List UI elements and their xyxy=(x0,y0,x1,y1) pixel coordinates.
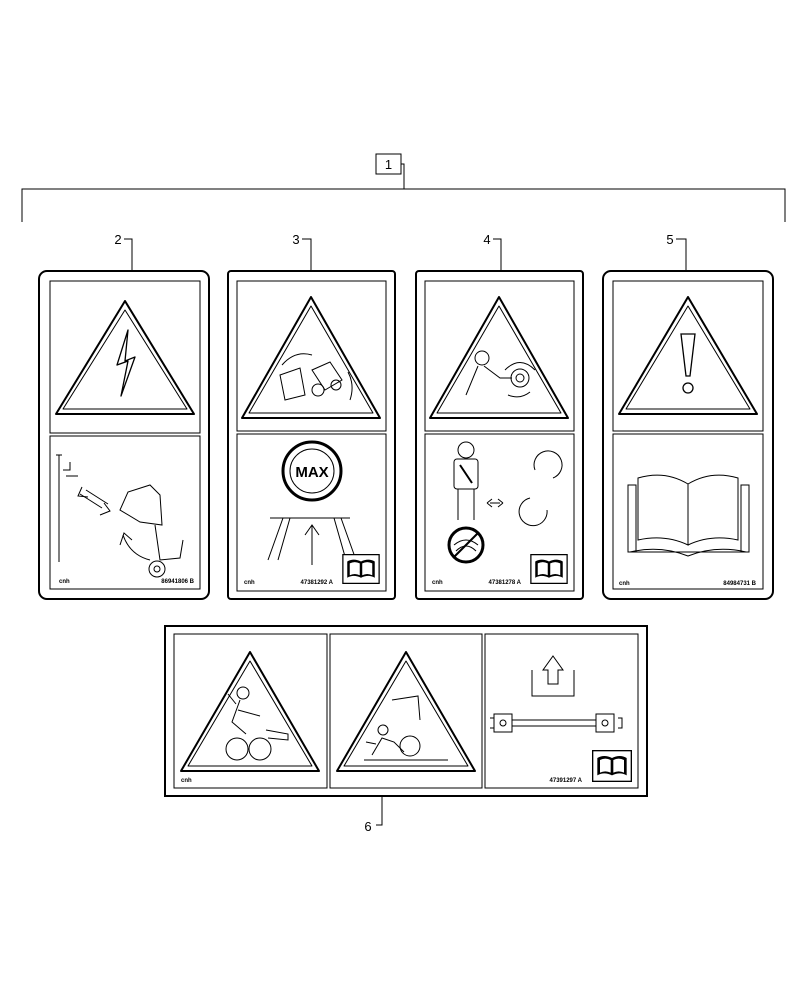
exclamation-icon xyxy=(618,296,758,415)
pto-shaft-icon xyxy=(490,655,623,733)
callout-4: 4 xyxy=(483,232,502,271)
rotating-parts-icon xyxy=(241,296,381,419)
max-load-icon: MAX xyxy=(267,440,357,565)
decal-3-brand: cnh xyxy=(244,580,255,586)
callout-2: 2 xyxy=(114,232,133,271)
pto-guard-icon xyxy=(447,441,563,564)
callout-5-label: 5 xyxy=(666,232,673,247)
manual-book-icon xyxy=(530,554,568,584)
callout-1-label: 1 xyxy=(385,157,392,172)
callout-3-label: 3 xyxy=(292,232,299,247)
decal-5: cnh 84984731 B xyxy=(602,270,774,600)
manual-book-icon xyxy=(342,554,380,584)
decal-4: cnh 47381278 A xyxy=(415,270,584,600)
decal-3: MAX cnh 47381292 A xyxy=(227,270,396,600)
callout-3: 3 xyxy=(292,232,312,271)
decal-2-part-number: 86941806 B xyxy=(161,579,194,585)
decal-2-brand: cnh xyxy=(59,579,70,585)
manual-book-icon xyxy=(592,750,632,782)
decal-4-part-number: 47381278 A xyxy=(489,580,522,586)
decal-5-brand: cnh xyxy=(619,581,630,587)
decal-2: cnh 86941806 B xyxy=(38,270,210,600)
crush-rollers-icon xyxy=(180,651,320,772)
decal-6: cnh 47391297 A xyxy=(164,625,648,797)
callout-4-label: 4 xyxy=(483,232,490,247)
callout-6: 6 xyxy=(364,796,383,834)
callout-6-label: 6 xyxy=(364,819,371,834)
callout-5: 5 xyxy=(666,232,687,271)
max-label: MAX xyxy=(295,464,328,481)
manual-book-icon xyxy=(627,474,750,557)
decal-5-part-number: 84984731 B xyxy=(723,581,756,587)
callout-2-label: 2 xyxy=(114,232,121,247)
entanglement-icon xyxy=(429,296,569,419)
callout-1: 1 xyxy=(21,153,786,222)
decal-4-brand: cnh xyxy=(432,580,443,586)
decal-6-part-number: 47391297 A xyxy=(550,778,583,784)
decal-3-part-number: 47381292 A xyxy=(301,580,334,586)
electric-shock-icon xyxy=(55,300,195,415)
crush-hazard-icon xyxy=(56,454,184,578)
decal-6-brand: cnh xyxy=(181,778,192,784)
falling-object-icon xyxy=(336,651,476,772)
